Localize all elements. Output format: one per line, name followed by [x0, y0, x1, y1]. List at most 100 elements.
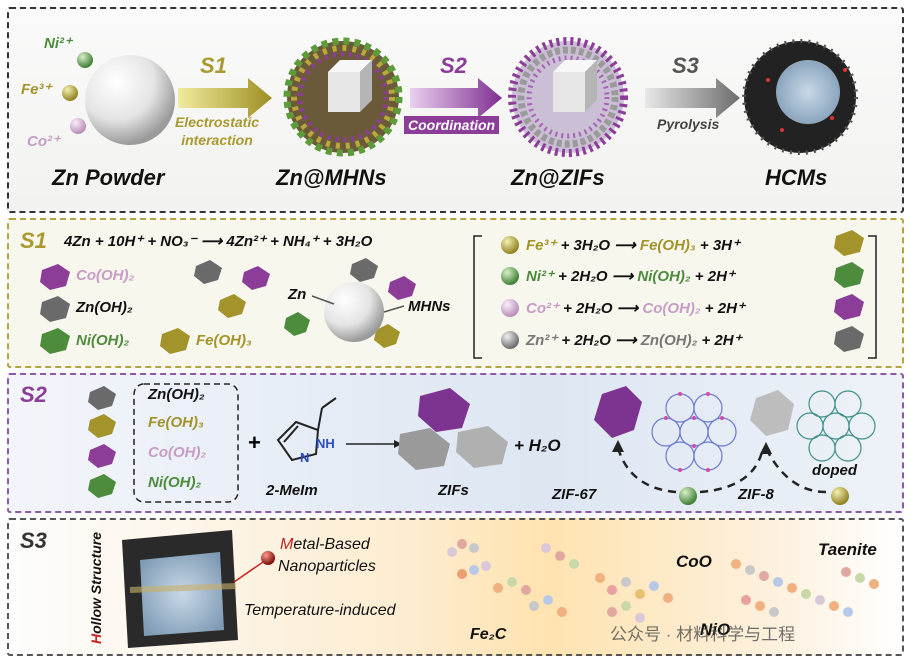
s1-desc-line2: interaction: [181, 132, 253, 148]
zn-label: Zn: [288, 286, 307, 303]
scatter-hex: [350, 258, 378, 282]
s2-desc: Coordination: [404, 116, 500, 134]
watermark-text: 公众号 · 材料科学与工程: [610, 625, 796, 644]
zn-sphere: [324, 282, 384, 342]
ni-reaction-sphere: [501, 267, 519, 285]
fe-hydroxide-hex: [160, 328, 190, 354]
ni-hydroxide-hex: [40, 328, 70, 354]
zif-grey-polyhedron-1: [398, 428, 450, 470]
hollow-structure-cube: [122, 530, 238, 648]
s3-step-label: S3: [672, 53, 699, 78]
zn-zifs-sphere: [508, 37, 628, 157]
hcms-sphere: [742, 39, 858, 155]
product-hcms: HCMs: [765, 165, 828, 190]
zif-grey-polyhedron-2: [456, 426, 508, 468]
fe-dopant-sphere: [831, 487, 849, 505]
hydroxide-co: Co(OH)₂: [148, 444, 207, 461]
s1-arrow: [178, 78, 272, 118]
product-zn-powder: Zn Powder: [52, 165, 165, 190]
taenite-label: Taenite: [818, 540, 877, 559]
fe2c-label: Fe₂C: [470, 626, 507, 643]
s1-desc-line1: Electrostatic: [174, 114, 260, 130]
ligand-label: 2-MeIm: [266, 482, 318, 499]
zn-powder-sphere: [85, 55, 175, 145]
scatter-hex: [218, 294, 246, 318]
zifs-label: ZIFs: [438, 482, 469, 499]
s1-panel-label: S1: [20, 228, 47, 253]
fe-oh3-hex: [88, 414, 116, 438]
ni-ion-label: Ni²⁺: [44, 35, 72, 52]
scatter-hex: [242, 266, 270, 290]
zif67-label: ZIF-67: [552, 486, 597, 503]
coo-label: CoO: [676, 552, 712, 571]
co-ion-label: Co²⁺: [27, 133, 60, 150]
s1-mechanism-panel: [7, 218, 904, 368]
nh-label: NH: [316, 436, 335, 451]
doped-label: doped: [812, 462, 857, 479]
reaction-fe: Fe³⁺ + 3H₂O ⟶ Fe(OH)₃ + 3H⁺: [526, 237, 740, 254]
hollow-structure-label: Hollow Structure: [88, 531, 104, 644]
mhns-label: MHNs: [408, 298, 451, 315]
zn-reaction-sphere: [501, 331, 519, 349]
zn-hydroxide-hex: [40, 296, 70, 322]
zif8-framework: [796, 390, 876, 462]
nio-label: NiO: [700, 620, 731, 639]
nanoparticles-label: Nanoparticles: [278, 558, 376, 575]
reaction-co: Co²⁺ + 2H₂O ⟶ Co(OH)₂ + 2H⁺: [526, 300, 745, 317]
ni-ion-sphere: [77, 52, 93, 68]
co-product-hex: [834, 294, 864, 320]
fe-reaction-sphere: [501, 236, 519, 254]
s2-arrow: [410, 78, 502, 118]
product-zn-mhns: Zn@MHNs: [276, 165, 387, 190]
legend-zn-oh2: Zn(OH)₂: [76, 299, 133, 316]
s1-step-label: S1: [200, 53, 227, 78]
zn-product-hex: [834, 326, 864, 352]
zif8-polyhedron: [750, 390, 794, 436]
reaction-zn: Zn²⁺ + 2H₂O ⟶ Zn(OH)₂ + 2H⁺: [526, 332, 742, 349]
s3-desc: Pyrolysis: [657, 116, 720, 132]
scatter-hex: [194, 260, 222, 284]
s3-panel-label: S3: [20, 528, 47, 553]
plus-sign: +: [248, 430, 261, 455]
zn-mhns-sphere: [283, 37, 403, 157]
metal-nanoparticle: [261, 551, 275, 565]
s3-arrow: [645, 78, 740, 118]
fe-ion-sphere: [62, 85, 78, 101]
fe-product-hex: [834, 230, 864, 256]
scatter-hex: [374, 324, 400, 348]
zif-purple-polyhedron: [418, 388, 470, 432]
co-reaction-sphere: [501, 299, 519, 317]
s2-panel-label: S2: [20, 382, 47, 407]
co-oh2-hex: [88, 444, 116, 468]
ni-product-hex: [834, 262, 864, 288]
nanoparticle-chains: [447, 539, 879, 623]
legend-fe-oh3: Fe(OH)₃: [196, 332, 252, 349]
water-product: + H₂O: [514, 436, 561, 455]
scatter-hex: [388, 276, 416, 300]
n-atom-label: N: [300, 450, 310, 465]
fe-ion-label: Fe³⁺: [21, 81, 52, 98]
co-ion-sphere: [70, 118, 86, 134]
zif67-polyhedron: [594, 386, 642, 438]
zif8-label: ZIF-8: [738, 486, 774, 503]
metal-based-label: Metal-Based: [280, 536, 370, 553]
legend-co-oh2: Co(OH)₂: [76, 267, 135, 284]
co-hydroxide-hex: [40, 264, 70, 290]
ni-oh2-hex: [88, 474, 116, 498]
zn-oh2-hex: [88, 386, 116, 410]
product-zn-zifs: Zn@ZIFs: [511, 165, 605, 190]
legend-ni-oh2: Ni(OH)₂: [76, 332, 130, 349]
main-equation: 4Zn + 10H⁺ + NO₃⁻ ⟶ 4Zn²⁺ + NH₄⁺ + 3H₂O: [64, 233, 373, 250]
scatter-hex: [284, 312, 310, 336]
2-meim-molecule: [276, 397, 337, 462]
hydroxide-fe: Fe(OH)₃: [148, 414, 204, 431]
ni-dopant-sphere: [679, 487, 697, 505]
s2-step-label: S2: [440, 53, 467, 78]
reaction-ni: Ni²⁺ + 2H₂O ⟶ Ni(OH)₂ + 2H⁺: [526, 268, 735, 285]
temperature-label: Temperature-induced: [244, 602, 396, 619]
hydroxide-ni: Ni(OH)₂: [148, 474, 202, 491]
